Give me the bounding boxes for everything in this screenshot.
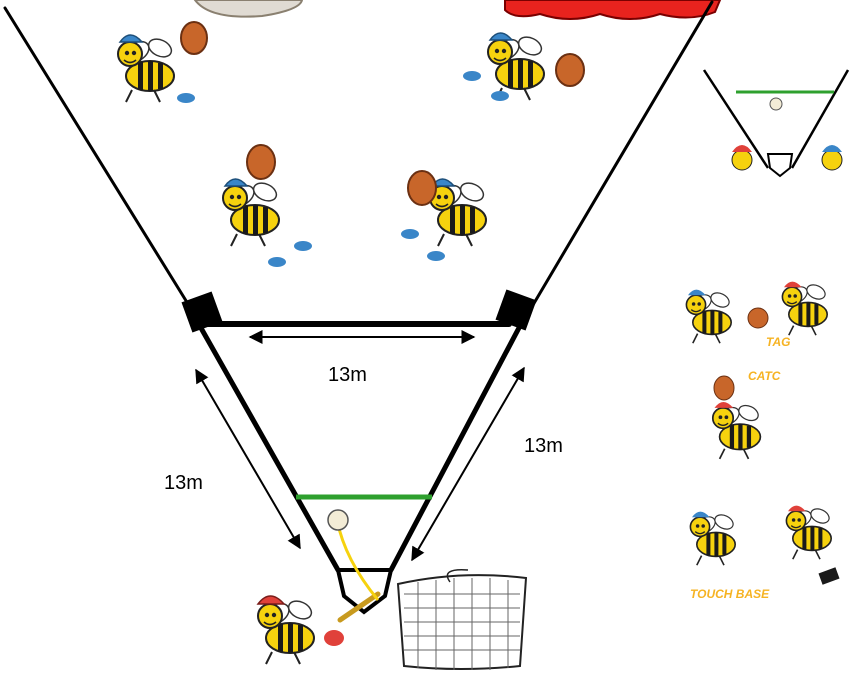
inset-catch: CATC	[711, 369, 781, 460]
bat-icon	[337, 591, 381, 623]
bee-fielder-icon	[222, 144, 312, 267]
right-base	[495, 289, 537, 331]
catch-label: CATC	[748, 369, 781, 383]
bee-fielder-icon	[117, 21, 208, 104]
inset-touch-base: TOUCH BASE	[689, 505, 840, 601]
bee-fielder-icon	[401, 170, 488, 261]
bee-batter-icon	[256, 595, 344, 665]
catch-net-icon	[396, 569, 528, 670]
touch-base-label: TOUCH BASE	[690, 587, 770, 601]
right-side-arrow	[411, 366, 525, 562]
home-plate-icon	[335, 568, 394, 615]
right-baseline	[388, 321, 524, 573]
left-baseline	[198, 325, 341, 573]
right-side-label: 13m	[524, 435, 563, 457]
left-side-arrow	[195, 368, 301, 550]
left-side-label: 13m	[164, 472, 203, 494]
top-span-label: 13m	[328, 364, 367, 386]
bee-fielder-icon	[463, 32, 585, 102]
left-foul-line	[3, 6, 195, 314]
inset-tag: TAG	[685, 281, 829, 349]
right-foul-line	[528, 0, 714, 312]
baseball-icon	[327, 509, 349, 531]
inset-mini-field	[702, 69, 850, 178]
tag-label: TAG	[766, 335, 790, 349]
title-banner-fragment	[504, 0, 722, 20]
logo-fragment	[193, 0, 304, 18]
field-outline	[3, 0, 714, 573]
left-base	[181, 291, 223, 333]
base-icon	[818, 567, 840, 585]
